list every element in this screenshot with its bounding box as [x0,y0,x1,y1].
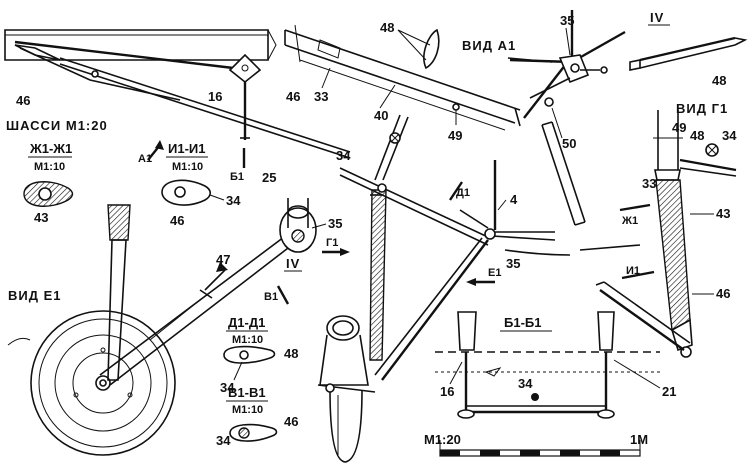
part-49-right: 49 [672,120,686,135]
marker-e1: Е1 [488,267,501,279]
marker-zh1: Ж1 [621,215,638,227]
section-b-assembly [435,311,660,419]
part-43-section-zh: 43 [34,210,48,225]
section-i-profile [161,179,212,206]
part-46-right: 46 [716,286,730,301]
svg-text:Ж1-Ж1: Ж1-Ж1 [29,141,72,156]
svg-text:ВИД Г1: ВИД Г1 [676,101,728,116]
marker-a1-arrow [147,140,164,161]
view-g-label-group: ВИД Г1 [676,101,728,116]
loose-struts-right [541,121,586,226]
part-34-bottom: 34 [518,376,533,391]
part-49-mid: 49 [448,128,462,143]
svg-text:В1-В1: В1-В1 [228,385,266,400]
part-43-right: 43 [716,206,730,221]
section-i-title: И1-И1 М1:10 [166,141,208,173]
view-e-shock-strut [99,204,306,386]
svg-text:Б1-Б1: Б1-Б1 [504,315,541,330]
part-34-center: 34 [336,148,351,163]
part-48-section-d: 48 [284,346,298,361]
section-b-title: Б1-Б1 [500,315,552,332]
section-v-profile [229,423,278,442]
marker-b1: Б1 [230,171,244,183]
marker-d1: Д1 [456,187,470,199]
part-46-section-i: 46 [170,213,184,228]
part-35-top: 35 [560,13,574,28]
svg-text:ВИД Е1: ВИД Е1 [8,288,62,303]
part-33-mid: 33 [314,89,328,104]
part-40: 40 [374,108,388,123]
part-46-section-v: 46 [284,414,298,429]
center-wheel-fork [317,315,376,463]
part-50: 50 [562,136,576,151]
center-gear-assembly [339,114,641,381]
view-a-assembly [507,10,748,119]
part-46-top: 46 [16,93,30,108]
marker-e1-arrow [466,278,495,286]
section-d-title: Д1-Д1 М1:10 [226,315,268,346]
part-34-section-d: 34 [220,380,235,395]
view-a-label-group: ВИД А1 [462,38,516,53]
section-zh-title: Ж1-Ж1 М1:10 [28,141,72,173]
part-47: 47 [216,252,230,267]
scale-bar-end-label: 1М [630,432,648,447]
part-35-left: 35 [328,216,342,231]
marker-a1: А1 [138,153,152,165]
part-25: 25 [262,170,276,185]
svg-text:И1-И1: И1-И1 [168,141,205,156]
fuselage-frame-top-left [4,29,351,159]
svg-text:М1:10: М1:10 [172,161,203,173]
marker-v1: В1 [264,291,278,303]
view-iv-mid: IV [286,256,300,271]
view-e-top-joint [279,198,317,253]
marker-g1-arrow [322,248,350,256]
section-d-profile [223,345,276,364]
marker-g1: Г1 [326,237,338,249]
part-46-mid: 46 [286,89,300,104]
svg-text:Д1-Д1: Д1-Д1 [228,315,265,330]
svg-text:М1:10: М1:10 [232,404,263,416]
svg-text:М1:10: М1:10 [232,334,263,346]
part-34-section-v: 34 [216,433,231,448]
part-34-right: 34 [722,128,737,143]
part-21: 21 [662,384,676,399]
svg-text:М1:10: М1:10 [34,161,65,173]
section-zh-profile [23,181,74,207]
scale-bar [439,440,641,457]
view-g-assembly [595,110,737,358]
part-34-section-i: 34 [226,193,241,208]
strut-top-center [284,24,521,131]
section-v-title: В1-В1 М1:10 [226,385,268,416]
part-48-right: 48 [690,128,704,143]
view-iv-top: IV [650,10,664,25]
drawing-title: ШАССИ М1:20 [6,118,108,133]
marker-i1: И1 [626,265,640,277]
part-48-right-top: 48 [712,73,726,88]
view-e-label-group: ВИД Е1 [8,288,62,303]
part-48-mid: 48 [380,20,394,35]
svg-text:ВИД А1: ВИД А1 [462,38,516,53]
view-e-wheel [7,310,176,456]
part-4: 4 [510,192,518,207]
part-16-bottom: 16 [440,384,454,399]
part-16-top: 16 [208,89,222,104]
part-33-right: 33 [642,176,656,191]
part-35-center: 35 [506,256,520,271]
scale-bar-label: М1:20 [424,432,461,447]
